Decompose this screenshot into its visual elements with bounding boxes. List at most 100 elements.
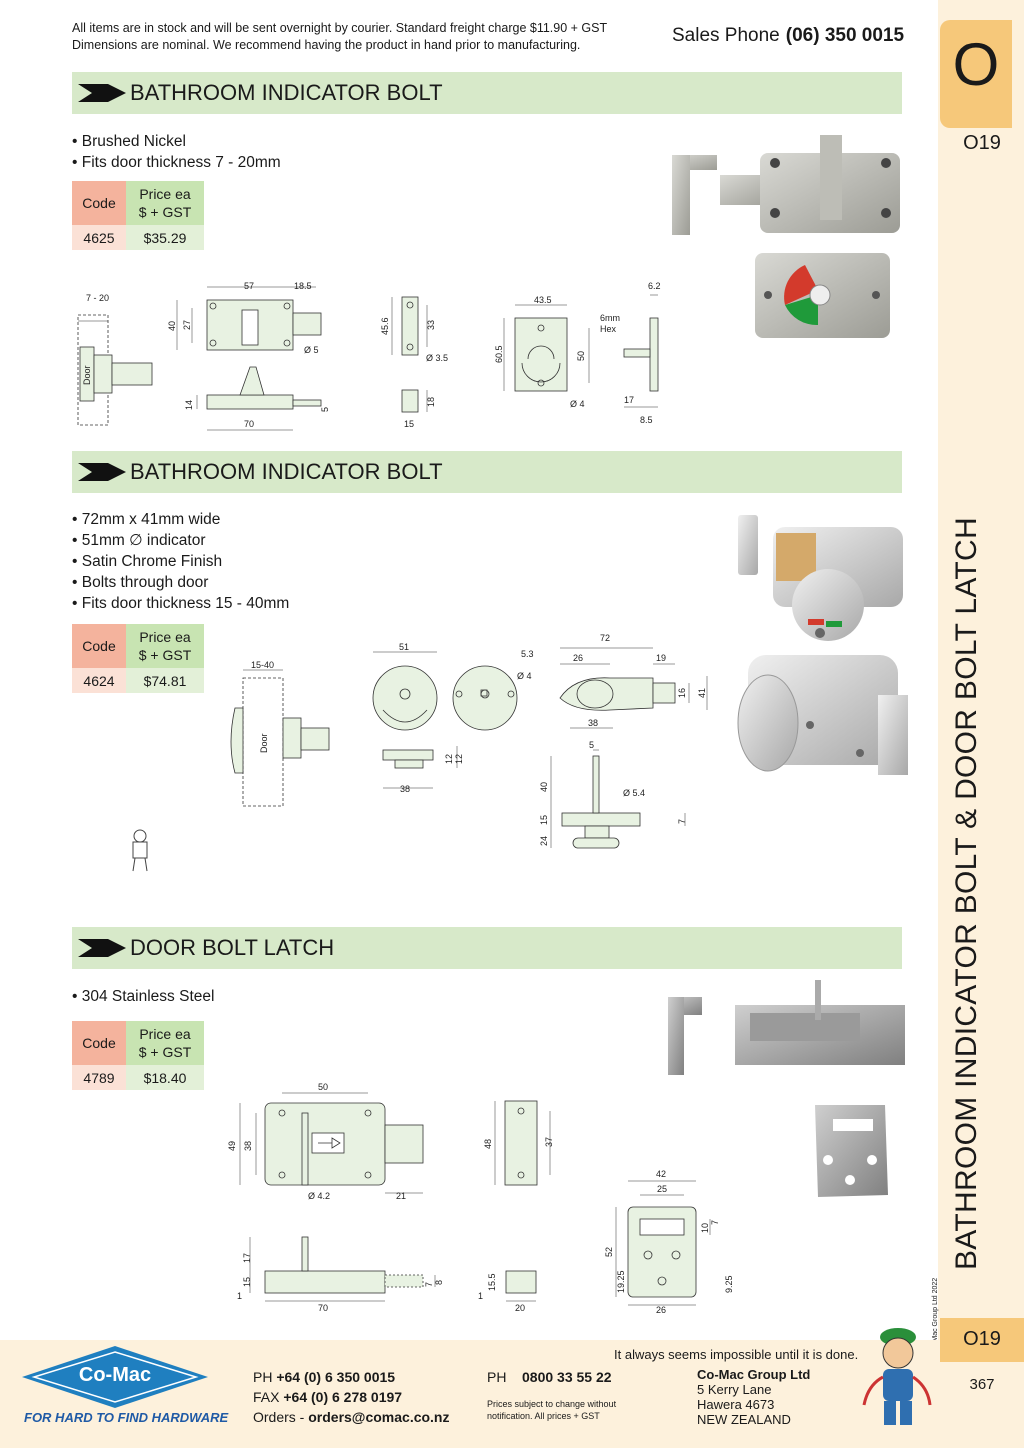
tagline: FOR HARD TO FIND HARDWARE [24, 1410, 229, 1425]
arrow-icon [78, 463, 126, 481]
dim-label: Ø 4 [517, 671, 532, 681]
code-header: Code [72, 624, 126, 668]
dim-label: 1 [237, 1291, 242, 1301]
product-photo-2 [737, 515, 908, 775]
dim-label: 37 [544, 1137, 554, 1147]
dim-label: 8.5 [640, 415, 653, 425]
freephone-number: 0800 33 55 22 [522, 1369, 612, 1385]
arrow-icon [78, 939, 126, 957]
quote: It always seems impossible until it is d… [614, 1347, 859, 1362]
dim-label: 52 [604, 1247, 614, 1257]
dim-label: 20 [515, 1303, 525, 1313]
dim-label: 26 [573, 653, 583, 663]
product-banner-2: BATHROOM INDICATOR BOLT [72, 451, 902, 493]
product-price: $35.29 [126, 225, 204, 250]
dim-label: 70 [244, 419, 254, 429]
dim-label: 17 [624, 395, 634, 405]
dim-label: Door [82, 365, 92, 385]
dim-label: 38 [400, 784, 410, 794]
dim-label: Ø 5 [304, 345, 319, 355]
product-photo-3 [668, 980, 905, 1197]
page-code-tab-bottom [940, 1318, 1024, 1362]
dim-label: 43.5 [534, 295, 552, 305]
product-code: 4624 [72, 668, 126, 693]
dim-label: Ø 4.2 [308, 1191, 330, 1201]
dim-label: 40 [167, 321, 177, 331]
phone-number: +64 (0) 6 350 0015 [276, 1369, 396, 1385]
technical-drawing-2: 15-40 Door 51 38 12 12 5.3 Ø 4 72 26 19 … [230, 633, 708, 849]
orders-email[interactable]: orders@comac.co.nz [308, 1409, 450, 1425]
price-table-1: Code Price ea$ + GST 4625 $35.29 [72, 181, 204, 250]
dim-label: Door [259, 733, 269, 753]
product-code: 4789 [72, 1065, 126, 1090]
page-code-bottom: O19 [963, 1328, 1001, 1350]
product-features-2: • 72mm x 41mm wide • 51mm ∅ indicator • … [72, 511, 290, 612]
dim-label: 15.5 [487, 1273, 497, 1291]
arrow-icon [78, 84, 126, 102]
dim-label: 49 [227, 1141, 237, 1151]
price-header: Price ea$ + GST [126, 1021, 204, 1065]
mascot-icon [862, 1328, 932, 1425]
dim-label: Ø 4 [570, 399, 585, 409]
price-table-3: Code Price ea$ + GST 4789 $18.40 [72, 1021, 204, 1090]
dim-label: 50 [318, 1082, 328, 1092]
dim-label: 7 - 20 [86, 293, 109, 303]
dim-label: Hex [600, 324, 617, 334]
product-photo-1 [672, 135, 900, 338]
dim-label: 72 [600, 633, 610, 643]
page-code-top: O19 [963, 132, 1001, 154]
dim-label: 51 [399, 642, 409, 652]
page-number: 367 [969, 1376, 995, 1393]
dim-label: 21 [396, 1191, 406, 1201]
dim-label: 5 [589, 740, 594, 750]
product-features-1: • Brushed Nickel • Fits door thickness 7… [72, 133, 281, 171]
dim-label: 12 [444, 754, 454, 764]
section-tab [940, 20, 1012, 128]
dim-label: 38 [243, 1141, 253, 1151]
dim-label: 15 [404, 419, 414, 429]
product-title: BATHROOM INDICATOR BOLT [130, 80, 443, 105]
dim-label: 18 [426, 397, 436, 407]
product-code: 4625 [72, 225, 126, 250]
dim-label: 26 [656, 1305, 666, 1315]
dim-label: 7 [424, 1282, 434, 1287]
product-title: DOOR BOLT LATCH [130, 935, 335, 960]
logo-text: Co-Mac [78, 1364, 152, 1386]
dim-label: 57 [244, 281, 254, 291]
contact-block: PH +64 (0) 6 350 0015 FAX +64 (0) 6 278 … [253, 1369, 450, 1425]
dim-label: 5 [320, 407, 330, 412]
product-banner-1: BATHROOM INDICATOR BOLT [72, 72, 902, 114]
dim-label: 42 [656, 1169, 666, 1179]
dim-label: 70 [318, 1303, 328, 1313]
dim-label: 60.5 [494, 345, 504, 363]
product-price: $74.81 [126, 668, 204, 693]
dim-label: 7 [677, 819, 687, 824]
dim-label: 41 [697, 688, 707, 698]
dim-label: 6mm [600, 313, 620, 323]
dim-label: 7 [710, 1220, 720, 1225]
sales-phone: Sales Phone(06) 350 0015 [672, 25, 905, 46]
technical-drawing-3: 50 49 38 Ø 4.2 21 48 37 42 25 10 7 52 19… [227, 1082, 734, 1315]
product-title: BATHROOM INDICATOR BOLT [130, 459, 443, 484]
code-header: Code [72, 1021, 126, 1065]
freight-notice: All items are in stock and will be sent … [72, 21, 608, 52]
dim-label: 40 [539, 782, 549, 792]
dim-label: 19 [656, 653, 666, 663]
code-header: Code [72, 181, 126, 225]
dim-label: 9.25 [724, 1275, 734, 1293]
freephone-block: PH 0800 33 55 22 [487, 1369, 612, 1385]
price-table-2: Code Price ea$ + GST 4624 $74.81 [72, 624, 204, 693]
dim-label: 1 [478, 1291, 483, 1301]
product-price: $18.40 [126, 1065, 204, 1090]
dim-label: Ø 5.4 [623, 788, 645, 798]
dim-label: Ø 3.5 [426, 353, 448, 363]
dim-label: 24 [539, 836, 549, 846]
price-header: Price ea$ + GST [126, 624, 204, 668]
dim-label: 19.25 [616, 1270, 626, 1293]
dim-label: 18.5 [294, 281, 312, 291]
section-letter: O [952, 31, 1000, 98]
dim-label: 48 [483, 1139, 493, 1149]
price-header: Price ea$ + GST [126, 181, 204, 225]
company-address: Co-Mac Group Ltd 5 Kerry Lane Hawera 467… [697, 1367, 811, 1427]
